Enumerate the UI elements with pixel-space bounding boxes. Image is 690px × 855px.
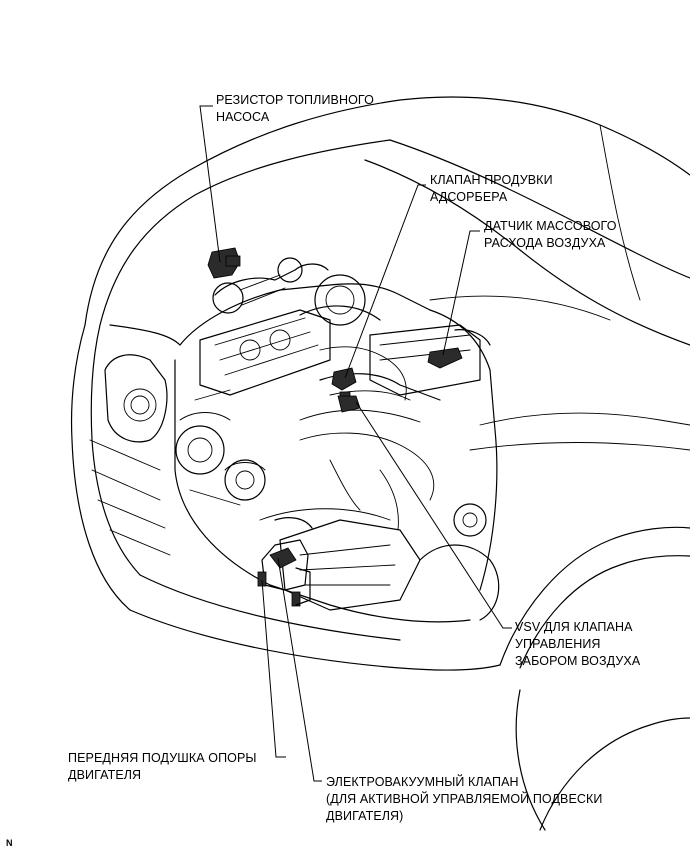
maf-sensor-part — [427, 347, 463, 369]
corner-mark: N — [6, 838, 13, 848]
engine-mount-part — [257, 539, 311, 607]
fuel-pump-resistor-part — [207, 247, 241, 279]
label-maf-sensor: ДАТЧИК МАССОВОГО РАСХОДА ВОЗДУХА — [484, 219, 617, 250]
label-vacuum-valve: ЭЛЕКТРОВАКУУМНЫЙ КЛАПАН (ДЛЯ АКТИВНОЙ УП… — [326, 775, 603, 823]
label-fuel-pump-resistor: РЕЗИСТОР ТОПЛИВНОГО НАСОСА — [216, 93, 374, 124]
label-intake-vsv: VSV ДЛЯ КЛАПАНА УПРАВЛЕНИЯ ЗАБОРОМ ВОЗДУ… — [515, 620, 641, 668]
leader-lines — [199, 105, 512, 782]
engine-line-art — [174, 257, 500, 623]
intake-vsv-part — [337, 395, 361, 413]
label-purge-valve: КЛАПАН ПРОДУВКИ АДСОРБЕРА — [430, 173, 553, 204]
label-engine-mount: ПЕРЕДНЯЯ ПОДУШКА ОПОРЫ ДВИГАТЕЛЯ — [68, 751, 257, 782]
vehicle-body-outline — [70, 96, 690, 831]
